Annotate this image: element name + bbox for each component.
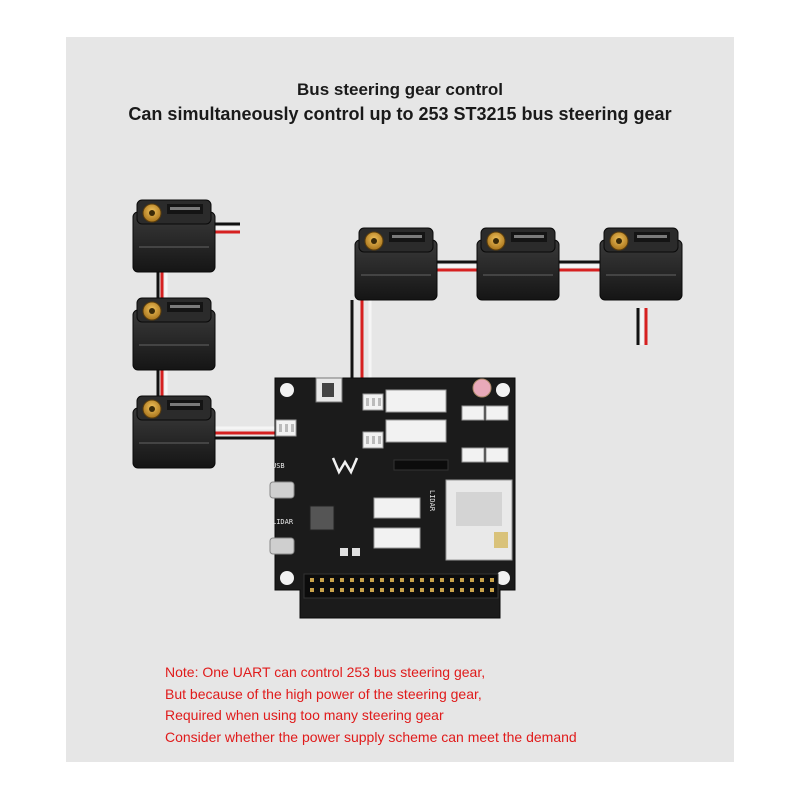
diagram-title: Bus steering gear control — [297, 80, 503, 99]
mounting-hole — [280, 571, 294, 585]
note-line-2: But because of the high power of the ste… — [165, 685, 482, 702]
driver-board: USB LIDAR LIDAR — [269, 377, 516, 619]
lidar-header-label: LIDAR — [428, 490, 436, 512]
diagram-subtitle: Can simultaneously control up to 253 ST3… — [128, 104, 672, 124]
note-line-4: Consider whether the power supply scheme… — [165, 728, 577, 745]
brand-logo — [331, 457, 359, 475]
servo-port-bottom — [362, 431, 384, 449]
servo-port-top — [362, 393, 384, 411]
note-line-3: Required when using too many steering ge… — [165, 707, 444, 723]
power-note: Note: One UART can control 253 bus steer… — [165, 662, 577, 748]
mounting-hole — [496, 383, 510, 397]
servo-left-3 — [132, 395, 216, 469]
servo-port-left — [275, 419, 297, 437]
mounting-hole — [280, 383, 294, 397]
servo-left-1 — [132, 199, 216, 273]
note-line-1: Note: One UART can control 253 bus steer… — [165, 664, 486, 680]
mounting-hole — [496, 571, 510, 585]
gpio-header — [303, 573, 499, 599]
lidar-port-label: LIDAR — [272, 518, 294, 526]
usb-port-label: USB — [272, 462, 285, 470]
servo-top-3 — [599, 227, 683, 301]
servo-top-2 — [476, 227, 560, 301]
lidar-usb-c-port — [269, 537, 295, 555]
servo-top-1 — [354, 227, 438, 301]
servo-left-2 — [132, 297, 216, 371]
servo-chain-left-wires — [156, 222, 275, 440]
usb-c-port — [269, 481, 295, 499]
